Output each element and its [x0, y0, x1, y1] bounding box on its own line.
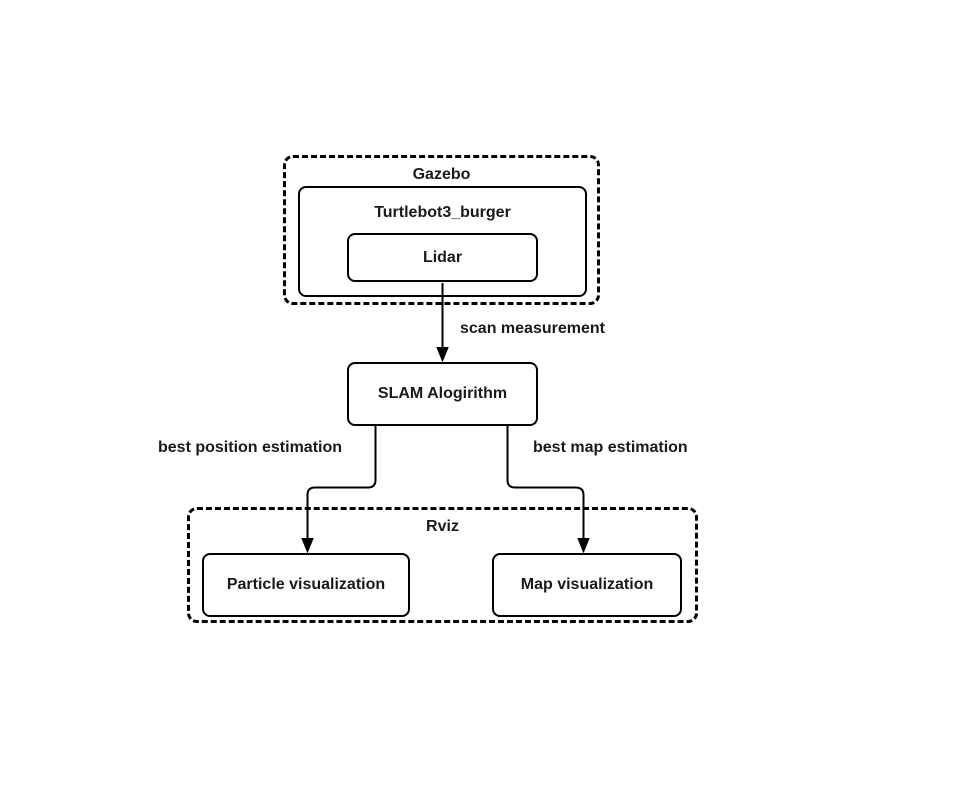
best-map-edge-label: best map estimation — [533, 439, 688, 456]
turtlebot3-burger-label: Turtlebot3_burger — [374, 204, 511, 221]
rviz-label: Rviz — [426, 518, 459, 535]
slam-algorithm-node: SLAM Alogirithm — [347, 362, 538, 426]
gazebo-container: Gazebo Turtlebot3_burger Lidar — [283, 155, 600, 305]
rviz-container: Rviz Particle visualization Map visualiz… — [187, 507, 698, 623]
map-visualization-node: Map visualization — [492, 553, 682, 617]
particle-visualization-node: Particle visualization — [202, 553, 410, 617]
lidar-label: Lidar — [422, 248, 463, 266]
particle-visualization-label: Particle visualization — [226, 576, 386, 593]
lidar-node: Lidar — [347, 233, 538, 282]
gazebo-label: Gazebo — [412, 166, 471, 183]
scan-measurement-edge-label: scan measurement — [460, 320, 605, 337]
turtlebot3-burger-node: Turtlebot3_burger Lidar — [298, 186, 587, 297]
slam-algorithm-label: SLAM Alogirithm — [377, 385, 508, 402]
map-visualization-label: Map visualization — [520, 576, 654, 593]
best-position-edge-label: best position estimation — [158, 439, 343, 456]
